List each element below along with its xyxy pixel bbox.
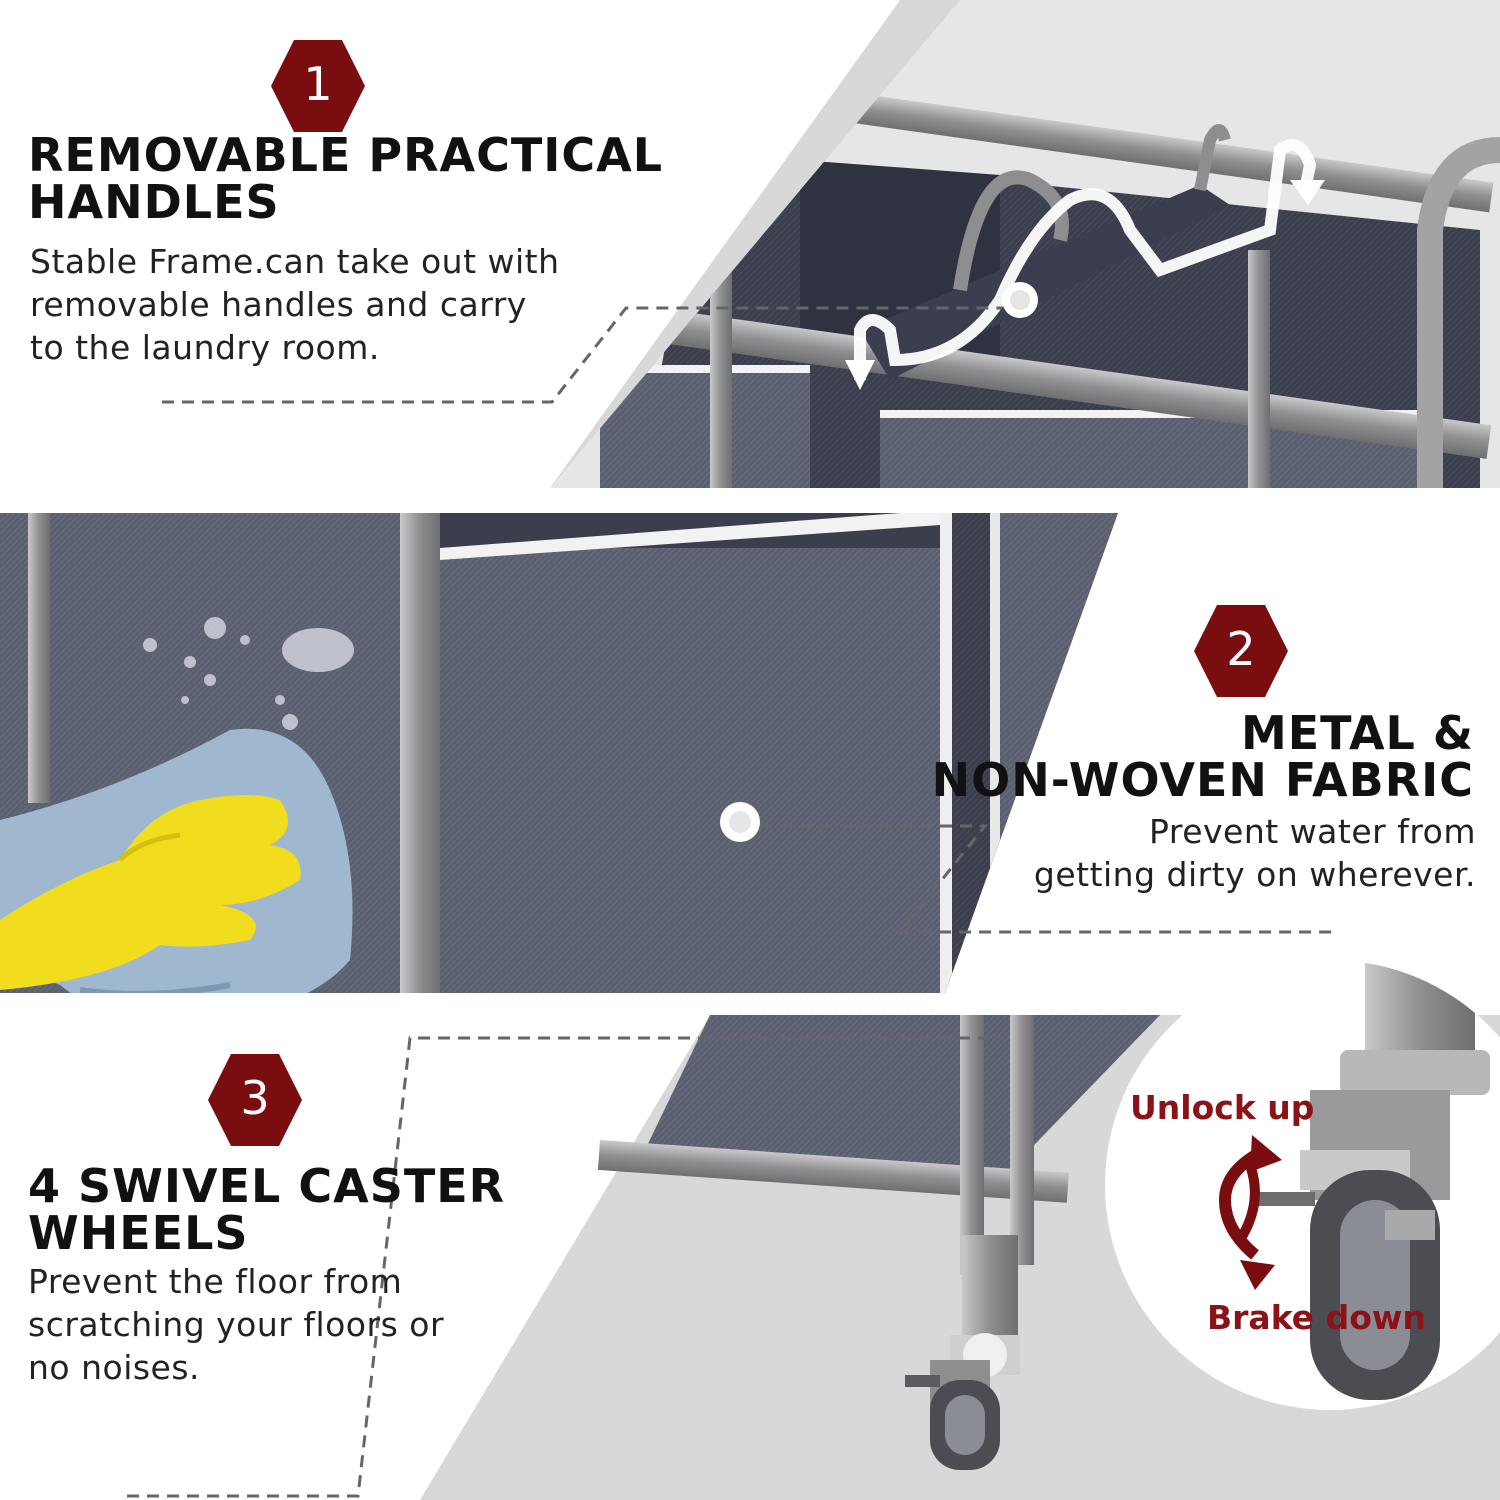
feature-1-description-line-1: Stable Frame.can take out with [30,242,560,281]
unlock-up-label: Unlock up [1130,1088,1315,1127]
feature-1-title: REMOVABLE PRACTICAL HANDLES [28,132,663,226]
badge-number-3: 3 [240,1071,270,1125]
feature-3-description: Prevent the floor from scratching your f… [28,1260,444,1389]
feature-2-description-line-2: getting dirty on wherever. [1033,855,1476,894]
feature-2-description-line-1: Prevent water from [1149,812,1476,851]
feature-3-description-line-3: no noises. [28,1348,201,1387]
feature-3-title: 4 SWIVEL CASTER WHEELS [28,1163,505,1257]
cart-bottom-photo [597,1015,1160,1470]
feature-2-title-line-2: NON-WOVEN FABRIC [931,753,1474,807]
hexagon-badge-3 [208,1054,302,1146]
feature-1-description-line-2: removable handles and carry [30,285,527,324]
feature-1-title-line-2: HANDLES [28,175,280,229]
badge-number-1: 1 [303,57,333,111]
feature-1-description-line-3: to the laundry room. [30,328,380,367]
feature-2-title: METAL & NON-WOVEN FABRIC [932,710,1474,804]
feature-3-title-line-2: WHEELS [28,1206,249,1260]
brake-down-label: Brake down [1207,1298,1426,1337]
wheel-closeup [1105,960,1500,1410]
hexagon-badge-1 [271,40,365,132]
handles-photo [550,0,1500,488]
wheel-lock-arrows-icon [1218,1135,1282,1290]
leader-lines [127,306,1336,1498]
feature-1-description: Stable Frame.can take out with removable… [30,240,560,369]
feature-3-description-line-1: Prevent the floor from [28,1262,403,1301]
feature-2-title-line-1: METAL & [1240,706,1474,760]
badge-number-2: 2 [1226,622,1256,676]
feature-3-title-line-1: 4 SWIVEL CASTER [28,1159,506,1213]
feature-1-title-line-1: REMOVABLE PRACTICAL [28,128,664,182]
feature-3-description-line-2: scratching your floors or [28,1305,445,1344]
hexagon-badge-2 [1194,605,1288,697]
feature-2-description: Prevent water from getting dirty on wher… [1034,810,1476,896]
